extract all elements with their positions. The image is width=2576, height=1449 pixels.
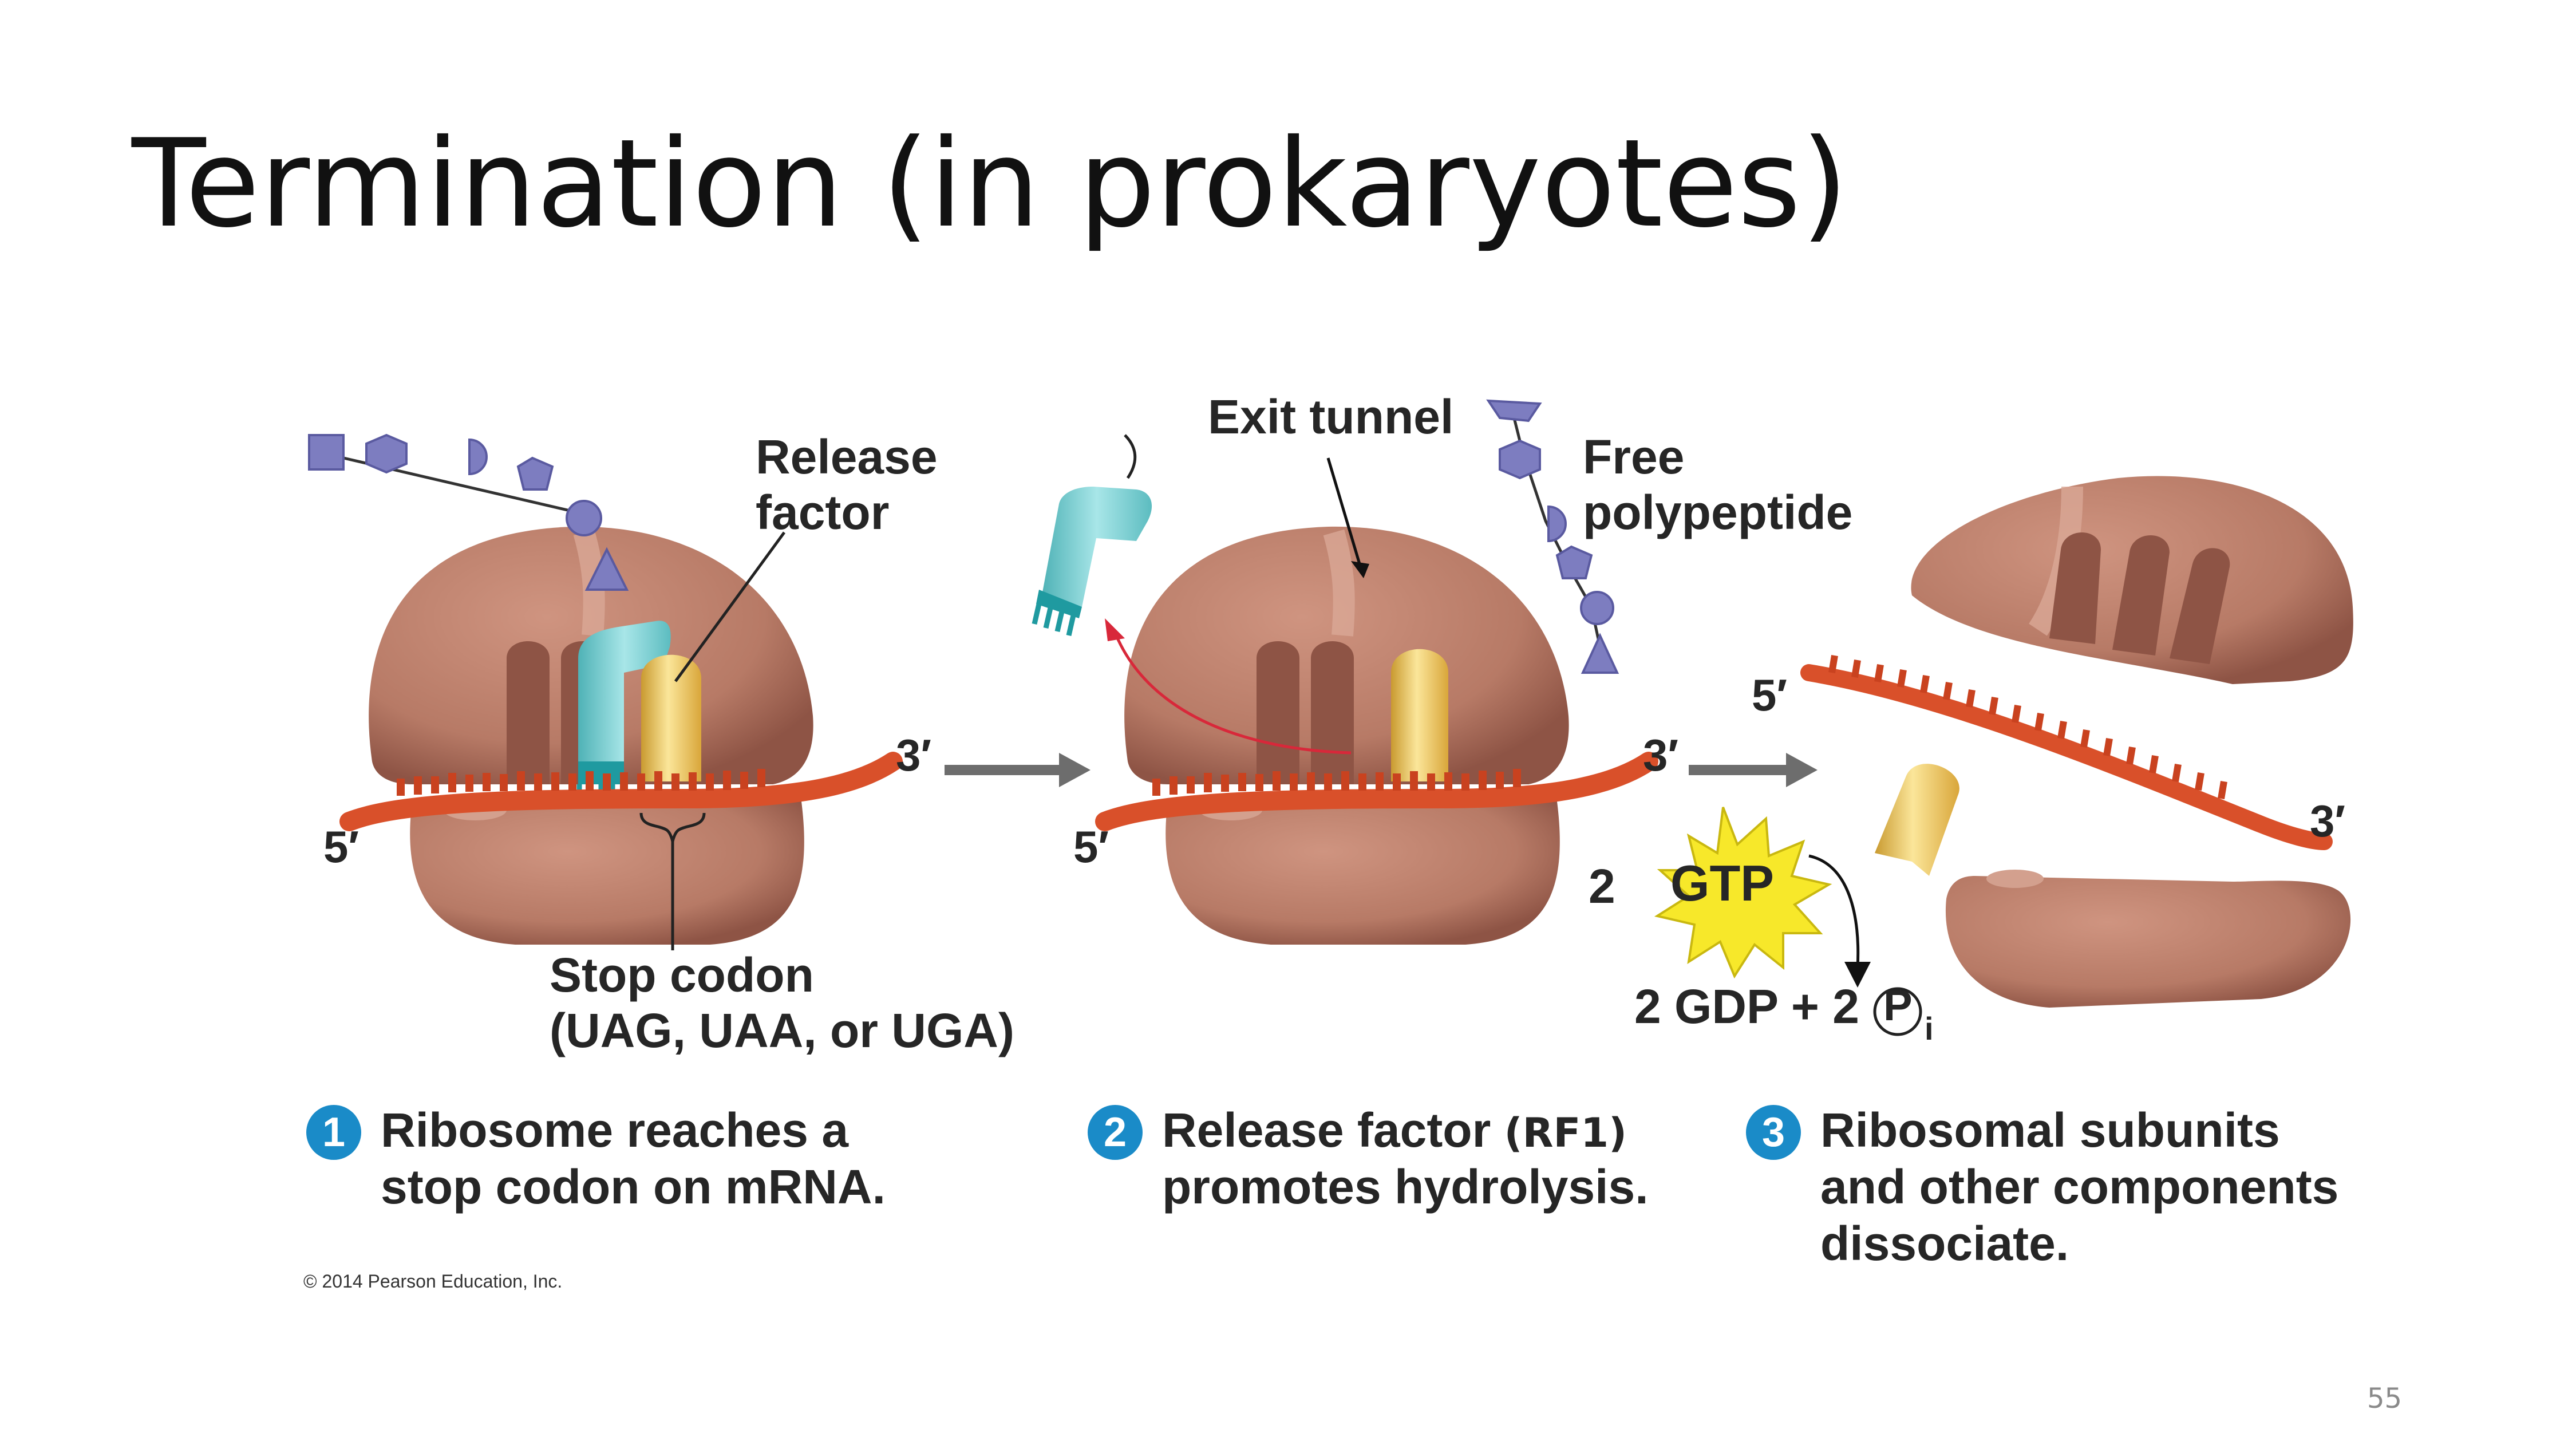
step-2-caption: Release factor (RF1) promotes hydrolysis…: [1162, 1102, 1649, 1215]
gtp-count: 2: [1589, 859, 1615, 913]
copyright-notice: © 2014 Pearson Education, Inc.: [303, 1271, 563, 1292]
five-prime-label-3: 5′: [1752, 670, 1788, 720]
release-factor-label: Release factor: [756, 429, 938, 540]
step-3-caption: Ribosomal subunits and other components …: [1820, 1102, 2338, 1272]
step-3-line3: dissociate.: [1820, 1217, 2069, 1271]
released-factor-shape: [1032, 434, 1152, 637]
step-3-line2: and other components: [1820, 1160, 2339, 1214]
mrna-strand-2: [1095, 752, 1658, 831]
step-2-line1: Release factor (RF1): [1162, 1102, 1649, 1159]
gtp-star: [1654, 807, 1832, 979]
free-polypeptide-label-line2: polypeptide: [1583, 485, 1853, 539]
trna-shape: [641, 654, 701, 781]
slide-title: Termination (in prokaryotes): [132, 113, 1848, 254]
mrna-strand-3: [1800, 655, 2333, 850]
stop-codon-label: Stop codon (UAG, UAA, or UGA): [550, 947, 1014, 1058]
step-1-line2: stop codon on mRNA.: [381, 1160, 886, 1214]
phosphate-circle: [1873, 987, 1922, 1036]
three-prime-label-2: 3′: [1643, 730, 1679, 780]
step-1-line1: Ribosome reaches a: [381, 1103, 849, 1157]
free-polypeptide-chain: [1486, 399, 1619, 674]
stop-codon-label-line2: (UAG, UAA, or UGA): [550, 1003, 1014, 1057]
release-factor-label-text: Release factor: [756, 430, 938, 539]
stop-codon-label-line1: Stop codon: [550, 948, 814, 1002]
step-2-rf1: (RF1): [1504, 1110, 1627, 1156]
gtp-label: GTP: [1670, 855, 1774, 911]
panel-2-ribosome: [1124, 526, 1569, 945]
step-1-badge: 1: [306, 1105, 361, 1160]
phosphate-subscript: i: [1925, 1010, 1934, 1047]
five-prime-label-2: 5′: [1073, 822, 1109, 872]
five-prime-label-1: 5′: [323, 822, 359, 872]
gtp-hydrolysis-arrow: [1808, 854, 1860, 968]
gdp-label: 2 GDP + 2: [1634, 980, 1860, 1033]
phosphate-symbol: P: [1883, 981, 1913, 1030]
trna-shape-2: [1391, 649, 1448, 781]
release-arrow: [1115, 635, 1352, 755]
exit-tunnel-pointer: [1326, 457, 1361, 564]
panel-3-small-subunit: [1945, 870, 2351, 1008]
three-prime-label-3: 3′: [2310, 796, 2346, 846]
page-number: 55: [2367, 1383, 2403, 1415]
free-polypeptide-label: Free polypeptide: [1583, 429, 1852, 540]
released-trna-shape: [1875, 764, 1959, 876]
three-prime-label-1: 3′: [896, 730, 932, 780]
step-2-line1-bold: Release factor: [1162, 1103, 1504, 1157]
exit-tunnel-label: Exit tunnel: [1208, 390, 1454, 444]
step-2-line2: promotes hydrolysis.: [1162, 1160, 1649, 1214]
release-factor-pointer: [674, 531, 786, 682]
mrna-strand-1: [339, 752, 903, 831]
step-3-line1: Ribosomal subunits: [1820, 1103, 2280, 1157]
step-2-badge: 2: [1088, 1105, 1143, 1160]
step-1-caption: Ribosome reaches a stop codon on mRNA.: [381, 1102, 886, 1215]
panel-3-large-subunit: [1911, 476, 2353, 684]
polypeptide-chain-1: [308, 433, 629, 591]
free-polypeptide-label-line1: Free: [1583, 430, 1685, 484]
step-3-badge: 3: [1746, 1105, 1801, 1160]
